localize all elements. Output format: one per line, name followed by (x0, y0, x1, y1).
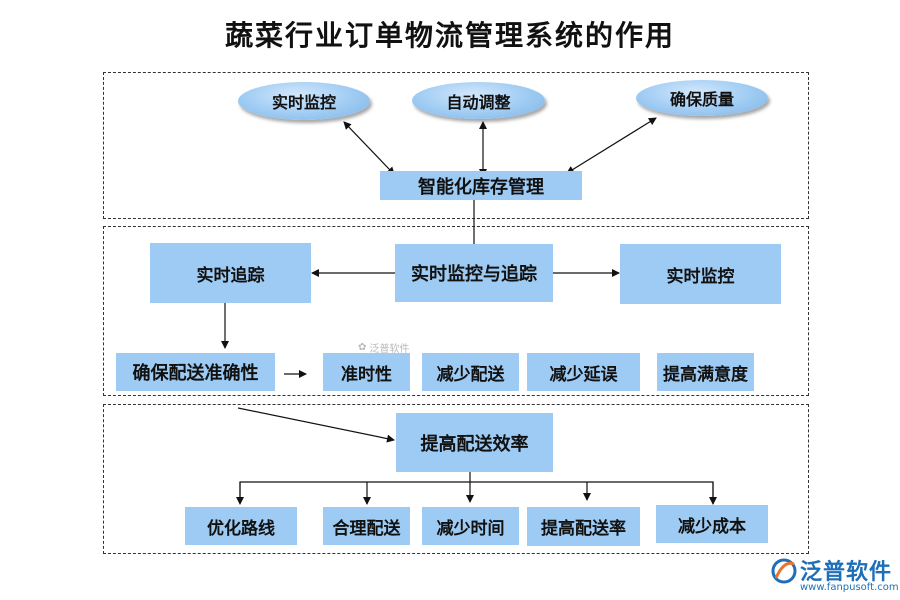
box-punctuality: 准时性 (323, 353, 410, 391)
fanpu-logo: 泛普软件 www.fanpusoft.com (770, 554, 899, 598)
box-optimize-route: 优化路线 (185, 507, 297, 545)
box-realtime-tracking: 实时追踪 (150, 243, 311, 303)
box-smart-inventory: 智能化库存管理 (380, 171, 582, 200)
box-realtime-monitor: 实时监控 (620, 244, 781, 304)
box-reasonable-delivery: 合理配送 (323, 507, 410, 545)
connector-branch-bar (239, 481, 714, 503)
watermark-leaf-icon: ✿ (358, 342, 367, 353)
logo-url: www.fanpusoft.com (800, 582, 899, 593)
ellipse-realtime-monitor: 实时监控 (238, 82, 370, 120)
box-improve-satisfaction: 提高满意度 (657, 353, 754, 391)
ellipse-auto-adjust: 自动调整 (412, 82, 545, 119)
arrow-inventory-to-monitor (343, 121, 395, 176)
page-title: 蔬菜行业订单物流管理系统的作用 (224, 19, 675, 52)
box-reduce-cost: 减少成本 (656, 505, 768, 543)
logo-name: 泛普软件 (800, 560, 893, 585)
box-improve-efficiency: 提高配送效率 (396, 413, 553, 472)
watermark-small: ✿ 泛普软件 (358, 342, 410, 355)
section-inventory-frame (103, 72, 809, 219)
box-improve-delivery-rate: 提高配送率 (527, 507, 640, 546)
box-reduce-delay: 减少延误 (527, 353, 640, 391)
ellipse-ensure-quality: 确保质量 (636, 80, 768, 116)
box-monitor-and-tracking: 实时监控与追踪 (395, 244, 553, 302)
arrow-inventory-to-quality (566, 117, 657, 174)
box-reduce-delivery: 减少配送 (422, 353, 519, 391)
fanpu-logo-icon (771, 558, 797, 584)
arrow-to-efficiency (237, 407, 395, 443)
box-reduce-time: 减少时间 (422, 507, 519, 545)
section-tracking-frame (103, 226, 809, 396)
section-efficiency-frame (103, 404, 809, 554)
box-ensure-accuracy: 确保配送准确性 (116, 353, 275, 391)
